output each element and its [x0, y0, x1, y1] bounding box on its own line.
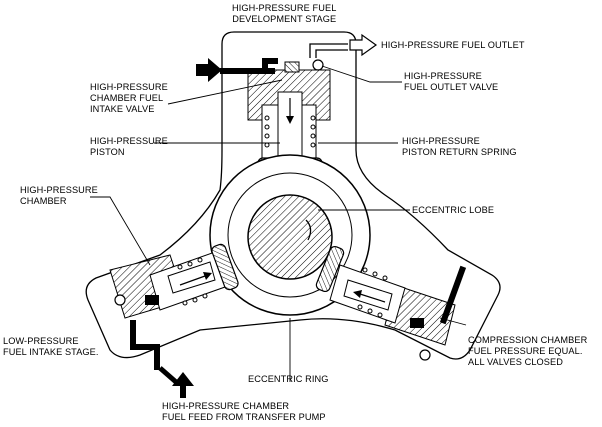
label-eccentric-lobe: ECCENTRIC LOBE — [412, 205, 495, 215]
label-fuel-feed: HIGH-PRESSURE CHAMBER FUEL FEED FROM TRA… — [162, 401, 326, 422]
label-low-pressure: LOW-PRESSURE FUEL INTAKE STAGE. — [3, 336, 99, 357]
top-inlet-arrow — [196, 58, 222, 82]
label-eccentric-ring: ECCENTRIC RING — [248, 374, 329, 384]
eccentric-lobe — [247, 194, 333, 280]
label-compression: COMPRESSION CHAMBER FUEL PRESSURE EQUAL.… — [468, 335, 588, 367]
label-return-spring: HIGH-PRESSURE PISTON RETURN SPRING — [402, 136, 517, 157]
left-plunger-assembly — [109, 243, 239, 370]
label-piston: HIGH-PRESSURE PISTON — [90, 136, 168, 157]
return-spring-coils — [264, 115, 316, 148]
outlet-arrow — [349, 33, 378, 57]
label-outlet-valve: HIGH-PRESSURE FUEL OUTLET VALVE — [404, 71, 499, 92]
right-plunger-assembly — [315, 245, 467, 361]
label-fuel-outlet: HIGH-PRESSURE FUEL OUTLET — [381, 40, 525, 50]
leader-lines — [90, 65, 467, 382]
top-plunger-assembly — [220, 43, 348, 171]
label-intake-valve: HIGH-PRESSURE CHAMBER FUEL INTAKE VALVE — [90, 82, 168, 114]
label-dev-stage: HIGH-PRESSURE FUEL DEVELOPMENT STAGE — [232, 3, 337, 24]
feed-arrow — [172, 372, 194, 398]
label-chamber: HIGH-PRESSURE CHAMBER — [20, 185, 98, 206]
